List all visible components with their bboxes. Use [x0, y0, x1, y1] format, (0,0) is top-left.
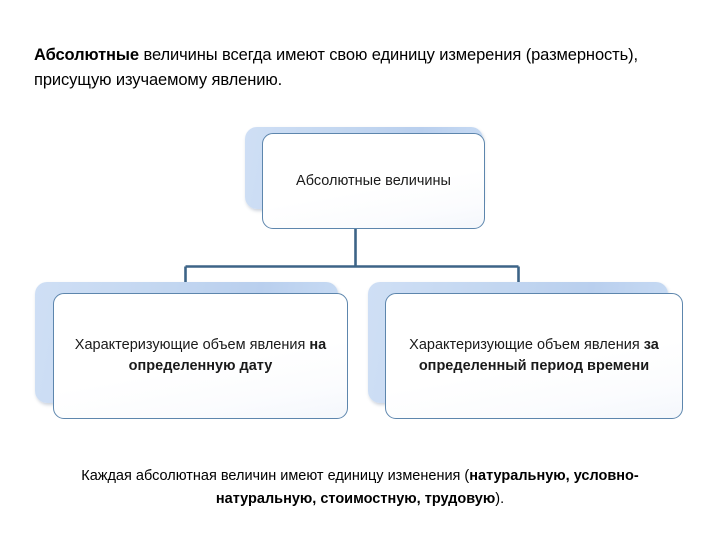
diagram-node-right[interactable]: Характеризующие объем явления за определ… — [368, 282, 683, 419]
diagram-node-root[interactable]: Абсолютные величины — [245, 127, 485, 229]
caption-paragraph: Каждая абсолютная величин имеют единицу … — [36, 465, 684, 511]
intro-paragraph: Абсолютные величины всегда имеют свою ед… — [34, 43, 664, 93]
node-label-right: Характеризующие объем явления за определ… — [386, 335, 682, 377]
caption-bold-text: натуральную, условно-натуральную, стоимо… — [215, 467, 639, 507]
node-label-right-normal: Характеризующие объем явления — [409, 337, 644, 353]
node-label-left-bold: на определенную дату — [128, 337, 327, 374]
intro-lead-word: Абсолютные — [34, 45, 139, 64]
node-label-right-bold: за определенный период времени — [418, 337, 659, 374]
caption-normal-prefix: Каждая абсолютная величин имеют единицу … — [81, 467, 470, 484]
node-label-left-normal: Характеризующие объем явления — [74, 337, 310, 353]
intro-rest-text: величины всегда имеют свою единицу измер… — [34, 45, 639, 89]
node-label-root: Абсолютные величины — [296, 172, 451, 189]
caption-normal-suffix: ). — [495, 490, 505, 507]
node-card[interactable]: Характеризующие объем явления за определ… — [385, 293, 683, 419]
diagram-node-left[interactable]: Характеризующие объем явления на определ… — [35, 282, 348, 419]
node-card[interactable]: Характеризующие объем явления на определ… — [53, 293, 348, 419]
node-label-left: Характеризующие объем явления на определ… — [54, 335, 347, 377]
node-card[interactable]: Абсолютные величины — [262, 133, 485, 229]
